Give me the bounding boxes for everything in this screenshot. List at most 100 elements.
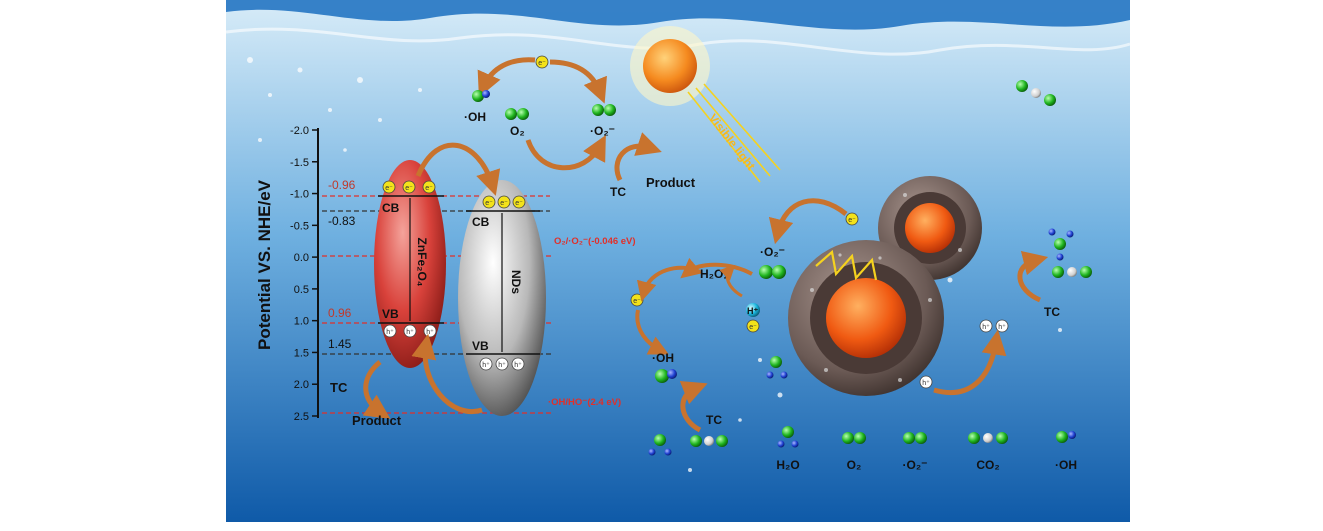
o2-level-label: O₂/·O₂⁻(-0.046 eV) bbox=[554, 236, 636, 247]
svg-text:e⁻: e⁻ bbox=[405, 185, 413, 192]
nds-vb-value: 1.45 bbox=[328, 337, 352, 351]
product-molecules bbox=[648, 434, 728, 456]
zinc-ferrite-cb-value: -0.96 bbox=[328, 178, 356, 192]
axis-tick-label: -0.5 bbox=[290, 220, 309, 232]
right-tc-arrow bbox=[1017, 250, 1049, 303]
top-electron bbox=[535, 55, 549, 69]
h2o2-to-oh-arrow bbox=[636, 265, 701, 302]
h2o2-label: H₂O₂ bbox=[700, 267, 729, 281]
axis-ticks: -2.0 -1.5 -1.0 -0.5 0.0 0.5 1.0 1.5 2.0 2.5 bbox=[290, 125, 318, 423]
svg-text:h⁺: h⁺ bbox=[998, 324, 1006, 331]
left-tc-label: TC bbox=[330, 380, 348, 395]
top-right-arrow bbox=[549, 59, 607, 104]
left-degradation-arrow bbox=[362, 360, 391, 419]
axis-tick-label: -1.5 bbox=[290, 157, 309, 169]
right-electron-top bbox=[845, 212, 859, 226]
svg-text:h⁺: h⁺ bbox=[982, 324, 990, 331]
svg-text:h⁺: h⁺ bbox=[922, 380, 930, 387]
oh-level-label: ·OH/HO⁻(2.4 eV) bbox=[548, 397, 621, 408]
legend-co2-molecule bbox=[968, 432, 1008, 444]
water-molecule-mid bbox=[766, 356, 788, 379]
nds-cb-value: -0.83 bbox=[328, 214, 356, 228]
legend-oh-molecule bbox=[1056, 431, 1076, 443]
right-superoxide-molecule bbox=[759, 265, 786, 279]
nds-cb-label: CB bbox=[472, 215, 490, 229]
axis-tick-label: 2.0 bbox=[294, 379, 309, 391]
svg-text:h⁺: h⁺ bbox=[482, 362, 490, 369]
legend-h2o-molecule bbox=[777, 426, 799, 448]
zinc-ferrite-holes: h⁺ h⁺ h⁺ bbox=[383, 324, 437, 338]
svg-text:e⁻: e⁻ bbox=[385, 185, 393, 192]
svg-text:e⁻: e⁻ bbox=[848, 217, 856, 224]
top-superoxide-molecule bbox=[592, 104, 616, 116]
right-tc-molecule bbox=[1048, 228, 1092, 278]
right-superoxide-label: ·O₂⁻ bbox=[760, 245, 785, 259]
axis-tick-label: 2.5 bbox=[294, 411, 309, 423]
o2-to-superoxide-arrow bbox=[525, 134, 606, 171]
top-tc-label: TC bbox=[610, 185, 626, 199]
zinc-ferrite-cb-label: CB bbox=[382, 201, 400, 215]
h-plus-ion bbox=[746, 303, 760, 317]
zinc-ferrite-label: ZnFe₂O₄ bbox=[415, 237, 429, 286]
right-tc-bottom-label: TC bbox=[706, 413, 722, 427]
svg-text:h⁺: h⁺ bbox=[386, 329, 394, 336]
top-tc-arrow bbox=[614, 132, 662, 182]
legend-co2-label: CO₂ bbox=[976, 458, 999, 472]
legend-h2o-label: H₂O bbox=[776, 458, 799, 472]
zinc-ferrite-electrons: e⁻ e⁻ e⁻ bbox=[382, 180, 436, 194]
svg-text:h⁺: h⁺ bbox=[514, 362, 522, 369]
shell-speckles bbox=[810, 193, 962, 382]
oh-degradation-arrow bbox=[679, 381, 708, 433]
svg-text:h⁺: h⁺ bbox=[426, 329, 434, 336]
light-rays bbox=[687, 83, 781, 183]
sun bbox=[630, 26, 710, 106]
svg-text:h⁺: h⁺ bbox=[406, 329, 414, 336]
zinc-ferrite-vb-value: 0.96 bbox=[328, 306, 352, 320]
zinc-ferrite-vb-label: VB bbox=[382, 307, 399, 321]
top-o2-molecule bbox=[505, 108, 529, 120]
svg-text:e⁻: e⁻ bbox=[485, 200, 493, 207]
top-oh-label: ·OH bbox=[464, 110, 486, 124]
right-oh-molecule bbox=[655, 369, 677, 383]
left-product-label: Product bbox=[352, 413, 402, 428]
hole-migration-arrow bbox=[933, 329, 1007, 396]
water-wave bbox=[226, 0, 1130, 30]
svg-text:e⁻: e⁻ bbox=[500, 200, 508, 207]
legend-o2-label: O₂ bbox=[847, 458, 862, 472]
right-oh-label: ·OH bbox=[652, 351, 674, 365]
right-holes: h⁺ h⁺ h⁺ bbox=[919, 319, 1009, 389]
bubbles bbox=[247, 57, 1062, 472]
top-o2-label: O₂ bbox=[510, 124, 525, 138]
top-oh-molecule bbox=[472, 90, 490, 102]
hole-transfer-arrow bbox=[411, 333, 483, 415]
legend-oh-label: ·OH bbox=[1055, 458, 1077, 472]
svg-text:e⁻: e⁻ bbox=[515, 200, 523, 207]
top-superoxide-label: ·O₂⁻ bbox=[590, 124, 615, 138]
h-plus-arrow bbox=[719, 264, 743, 298]
axis-tick-label: 1.5 bbox=[294, 347, 309, 359]
electron-to-oh-arrow bbox=[635, 309, 669, 355]
legend-o2-molecule bbox=[842, 432, 866, 444]
excitation-zigzag bbox=[815, 249, 878, 281]
axis-tick-label: 0.0 bbox=[294, 252, 309, 264]
top-left-arrow bbox=[477, 57, 536, 98]
top-product-label: Product bbox=[646, 175, 696, 190]
nds-label: NDs bbox=[509, 270, 523, 294]
svg-text:e⁻: e⁻ bbox=[633, 298, 641, 305]
axis-tick-label: 0.5 bbox=[294, 284, 309, 296]
floating-co2-molecule bbox=[1016, 80, 1056, 106]
svg-text:e⁻: e⁻ bbox=[749, 324, 757, 331]
electron-transfer-arrow bbox=[415, 142, 501, 196]
axis-tick-label: -1.0 bbox=[290, 189, 309, 201]
nds-holes: h⁺ h⁺ h⁺ bbox=[479, 357, 525, 371]
nds-vb-label: VB bbox=[472, 339, 489, 353]
axis-tick-label: 1.0 bbox=[294, 316, 309, 328]
legend-superoxide-label: ·O₂⁻ bbox=[903, 458, 928, 472]
axis-tick-label: -2.0 bbox=[290, 125, 309, 137]
axis-title: Potential VS. NHE/eV bbox=[255, 179, 274, 350]
svg-text:e⁻: e⁻ bbox=[538, 60, 546, 67]
right-electron-mid bbox=[746, 319, 760, 333]
right-top-arrow bbox=[768, 198, 848, 245]
nds-electrons: e⁻ e⁻ e⁻ bbox=[482, 195, 526, 209]
